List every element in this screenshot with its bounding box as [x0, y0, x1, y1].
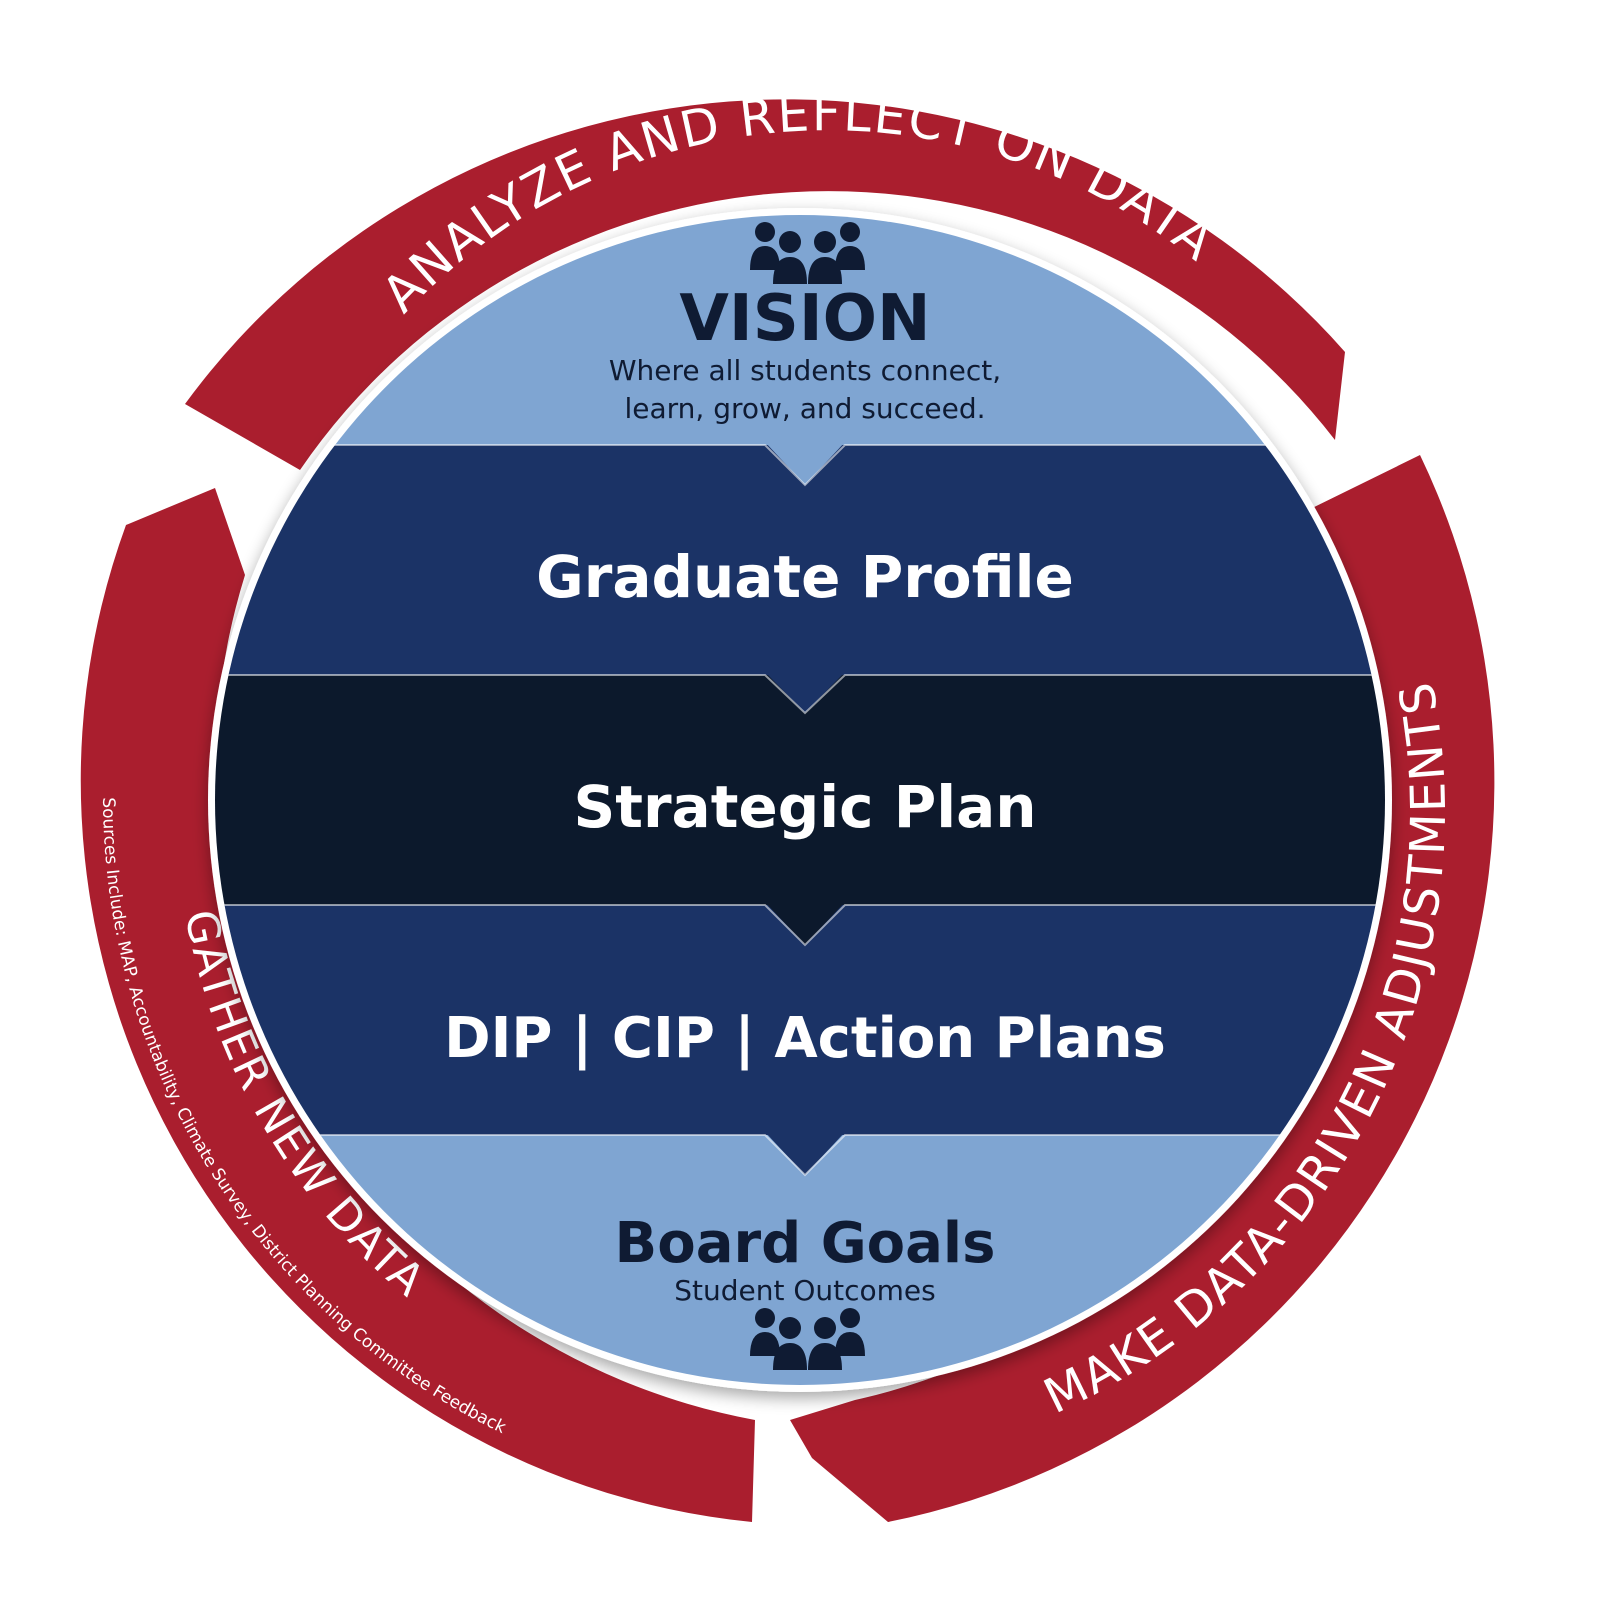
vision-statement-line2: learn, grow, and succeed.	[624, 392, 985, 425]
analyze-reflect-segment	[185, 99, 1345, 471]
gather-data-segment	[80, 488, 755, 1522]
action-plans-chevron	[765, 1132, 845, 1175]
graduate-profile-chevron	[765, 672, 845, 713]
board-goals-subtitle: Student Outcomes	[674, 1274, 936, 1307]
strategic-plan-band	[215, 675, 1385, 905]
vision-statement-line1: Where all students connect,	[609, 354, 1001, 387]
action-plans-band	[215, 905, 1385, 1135]
strategic-plan-chevron	[765, 902, 845, 945]
people-group-icon	[750, 1308, 865, 1370]
board-goals-title: Board Goals	[615, 1211, 996, 1276]
people-group-icon	[750, 222, 865, 284]
outer-cycle-ring	[80, 99, 1495, 1522]
vision-chevron	[765, 442, 845, 485]
graduate-profile-title: Graduate Profile	[536, 543, 1074, 611]
action-plans-title: DIP | CIP | Action Plans	[444, 1006, 1166, 1071]
make-adjustments-segment	[790, 455, 1495, 1522]
graduate-profile-band	[215, 445, 1385, 675]
vision-title: VISION	[679, 282, 930, 356]
strategic-plan-title: Strategic Plan	[573, 773, 1036, 841]
